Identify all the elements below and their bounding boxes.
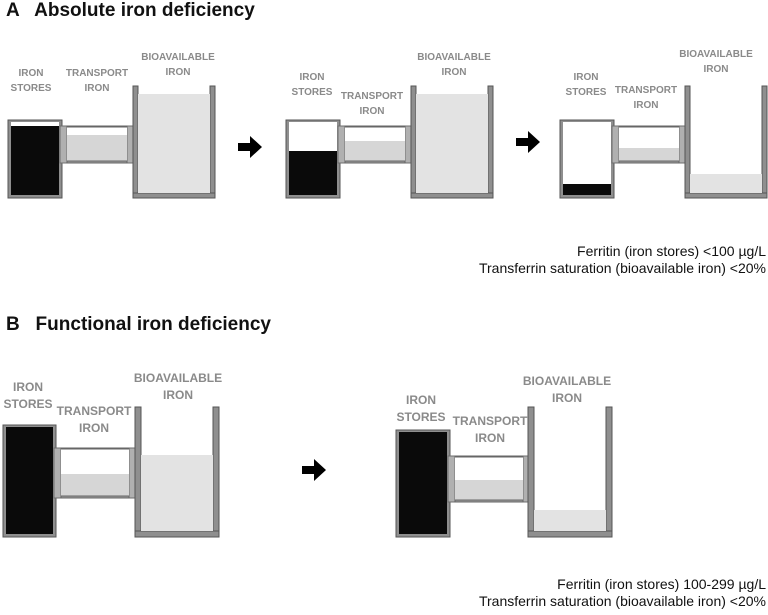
container-left-wall	[134, 406, 142, 538]
pipe-ceiling	[618, 125, 680, 128]
pipe-floor	[66, 160, 128, 164]
panel-b-caption-line-2: Transferrin saturation (bioavailable iro…	[478, 593, 766, 609]
pipe-ceiling	[60, 447, 130, 450]
bioavailable-iron-container	[410, 85, 494, 199]
panel-b-arrow	[302, 459, 326, 481]
pipe-fill-level	[345, 141, 405, 161]
bioavailable-iron-container	[527, 406, 613, 538]
iron-stores-container	[559, 119, 615, 199]
stores-fill-level	[289, 151, 337, 195]
container-fill-level	[534, 510, 606, 531]
pipe-floor	[60, 495, 130, 499]
pipe-left-flange	[53, 447, 62, 499]
transport-iron-pipe	[59, 125, 135, 164]
container-fill-level	[416, 94, 488, 193]
right-arrow-icon	[302, 459, 326, 481]
panel-b-title: B Functional iron deficiency	[6, 314, 271, 335]
pipe-fill-level	[61, 474, 129, 496]
iron-stores-container	[285, 119, 341, 199]
transport-iron-pipe	[447, 455, 531, 503]
panel-a-caption-line-2: Transferrin saturation (bioavailable iro…	[478, 260, 766, 276]
pipe-ceiling	[454, 455, 524, 458]
container-right-wall	[487, 85, 494, 199]
container-fill-level	[690, 174, 762, 193]
pipe-fill-level	[67, 135, 127, 161]
iron-stores-container	[7, 119, 63, 199]
transport-iron-pipe	[53, 447, 137, 499]
container-bottom-wall	[410, 192, 494, 199]
stores-fill-level	[563, 184, 611, 195]
transport-iron-pipe	[337, 125, 413, 164]
container-fill-level	[141, 455, 213, 531]
pipe-left-flange	[611, 125, 620, 164]
container-right-wall	[209, 85, 216, 199]
stores-fill-level	[6, 427, 53, 534]
pipe-fill-level	[619, 148, 679, 161]
iron-stores-container	[395, 429, 451, 538]
container-left-wall	[132, 85, 139, 199]
bioavailable-iron-container	[132, 85, 216, 199]
pipe-fill-level	[455, 480, 523, 500]
pipe-left-flange	[337, 125, 346, 164]
bioavailable-iron-container	[684, 85, 768, 199]
pipe-floor	[344, 160, 406, 164]
container-bottom-wall	[527, 530, 613, 538]
pipe-ceiling	[344, 125, 406, 128]
right-arrow-icon	[238, 136, 262, 158]
panel-b-caption-line-1: Ferritin (iron stores) 100-299 µg/L	[557, 576, 766, 592]
pipe-floor	[454, 499, 524, 503]
bioavailable-iron-container	[134, 406, 220, 538]
stores-fill-level	[399, 432, 447, 534]
transport-iron-pipe	[611, 125, 687, 164]
panel-a-arrow-2	[516, 131, 540, 153]
container-bottom-wall	[134, 530, 220, 538]
container-right-wall	[212, 406, 220, 538]
stores-inner	[563, 122, 611, 195]
panel-a-arrow-1	[238, 136, 262, 158]
container-left-wall	[684, 85, 691, 199]
container-right-wall	[761, 85, 768, 199]
panel-b-caption: Ferritin (iron stores) 100-299 µg/L Tran…	[479, 576, 766, 610]
pipe-floor	[618, 160, 680, 164]
container-bottom-wall	[684, 192, 768, 199]
panel-a-title: A Absolute iron deficiency	[6, 0, 255, 21]
container-bottom-wall	[132, 192, 216, 199]
container-right-wall	[605, 406, 613, 538]
container-left-wall	[527, 406, 535, 538]
panel-a-caption-line-1: Ferritin (iron stores) <100 µg/L	[577, 243, 766, 259]
iron-stores-container	[2, 424, 57, 538]
container-fill-level	[138, 94, 210, 193]
right-arrow-icon	[516, 131, 540, 153]
pipe-left-flange	[447, 455, 456, 503]
panel-a-caption: Ferritin (iron stores) <100 µg/L Transfe…	[479, 243, 766, 277]
container-left-wall	[410, 85, 417, 199]
pipe-left-flange	[59, 125, 68, 164]
pipe-ceiling	[66, 125, 128, 128]
stores-fill-level	[11, 126, 59, 195]
